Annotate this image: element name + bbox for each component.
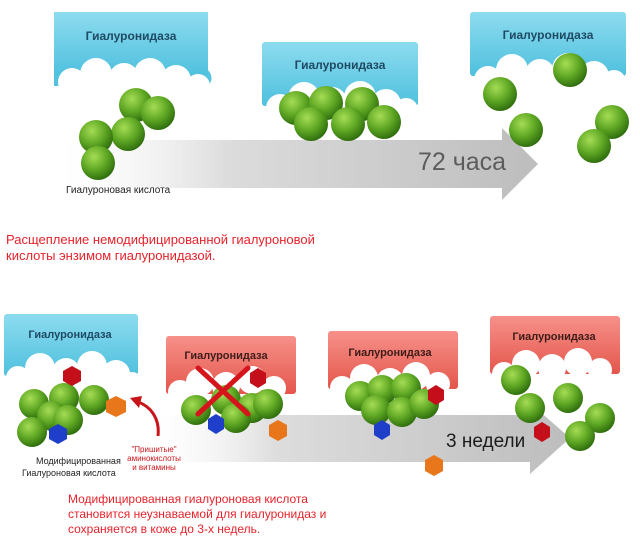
molecule-ball <box>79 120 113 154</box>
top-section: 72 часа Гиалуронидаза Гиалуронидаза Ги <box>54 12 629 200</box>
pointer-arrow <box>137 400 160 437</box>
red-additive-hexagon <box>428 385 444 405</box>
blocked-cross-icon <box>195 365 251 417</box>
substrate-label-bottom-line-2: Гиалуроновая кислота <box>22 468 116 478</box>
enzyme-2-label: Гиалуронидаза <box>295 58 386 72</box>
enzyme-1: Гиалуронидаза <box>54 12 212 98</box>
molecule-ball <box>501 365 531 395</box>
molecule-ball <box>221 403 251 433</box>
orange-additive-hexagon <box>269 420 287 441</box>
molecule-ball <box>361 395 391 425</box>
modified-chain-1 <box>17 366 126 447</box>
hyaluronic-chain-intact <box>79 88 175 180</box>
molecule-ball <box>367 105 401 139</box>
molecule-ball <box>17 417 47 447</box>
molecule-ball <box>553 53 587 87</box>
molecule-ball <box>111 117 145 151</box>
molecule-ball <box>79 385 109 415</box>
substrate-label-bottom-line-1: Модифицированная <box>36 456 121 466</box>
modified-chain-2 <box>181 365 287 441</box>
blue-additive-hexagon <box>374 420 390 440</box>
caption-top: Расщепление немодифицированной гиалуроно… <box>6 232 315 264</box>
enzyme-3-label: Гиалуронидаза <box>503 28 594 42</box>
hyaluronic-fragments <box>483 53 629 163</box>
time-arrow-top <box>60 128 538 200</box>
molecule-ball <box>595 105 629 139</box>
enzyme-b2-label: Гиалуронидаза <box>184 350 268 362</box>
molecule-ball <box>553 383 583 413</box>
pointer-arrowhead <box>130 396 142 408</box>
enzyme-b1: Гиалуронидаза <box>4 314 142 392</box>
molecule-ball <box>585 403 615 433</box>
caption-top-line-2: кислоты энзимом гиалуронидазой. <box>6 248 216 263</box>
molecule-ball <box>509 113 543 147</box>
enzyme-b3-label: Гиалуронидаза <box>348 347 432 359</box>
bottom-section: 3 недели Гиалуронидаза Гиалуронидаза Гиа… <box>4 314 620 478</box>
additive-label-line-2: аминокислоты <box>127 454 181 463</box>
enzyme-b4-label: Гиалуронидаза <box>512 331 596 343</box>
modified-chain-4 <box>501 365 615 451</box>
enzyme-b1-label: Гиалуронидаза <box>28 329 112 341</box>
caption-bottom-line-2: становится неузнаваемой для гиалуронидаз… <box>68 507 327 521</box>
orange-additive-hexagon <box>106 396 126 417</box>
additive-label-line-3: и витамины <box>132 463 176 472</box>
red-additive-hexagon <box>250 368 266 388</box>
molecule-ball <box>294 107 328 141</box>
molecule-ball <box>483 77 517 111</box>
blue-additive-hexagon <box>49 424 67 444</box>
molecule-ball <box>331 107 365 141</box>
red-additive-hexagon <box>63 366 81 386</box>
caption-bottom-line-1: Модифицированная гиалуроновая кислота <box>68 492 308 506</box>
modified-chain-3 <box>345 373 444 476</box>
enzyme-1-label: Гиалуронидаза <box>86 29 177 43</box>
hyaluronic-chain-bound <box>279 86 401 141</box>
molecule-ball <box>81 146 115 180</box>
orange-additive-hexagon <box>425 455 443 476</box>
additive-label-line-1: "Пришитые" <box>131 445 176 454</box>
molecule-ball <box>181 395 211 425</box>
time-label-bottom: 3 недели <box>446 431 525 452</box>
caption-top-line-1: Расщепление немодифицированной гиалуроно… <box>6 232 315 247</box>
molecule-ball <box>577 129 611 163</box>
molecule-ball <box>141 96 175 130</box>
enzyme-b4: Гиалуронидаза <box>490 316 620 386</box>
caption-bottom-line-3: сохраняется в коже до 3-х недель. <box>68 522 261 536</box>
blue-additive-hexagon <box>208 414 224 434</box>
molecule-ball <box>253 389 283 419</box>
enzyme-1-cloud <box>58 58 210 98</box>
time-label-top: 72 часа <box>418 148 506 176</box>
molecule-ball <box>515 393 545 423</box>
molecule-ball <box>565 421 595 451</box>
substrate-label-top: Гиалуроновая кислота <box>66 185 171 196</box>
red-additive-hexagon <box>534 422 550 442</box>
caption-bottom: Модифицированная гиалуроновая кислота ст… <box>68 492 326 537</box>
